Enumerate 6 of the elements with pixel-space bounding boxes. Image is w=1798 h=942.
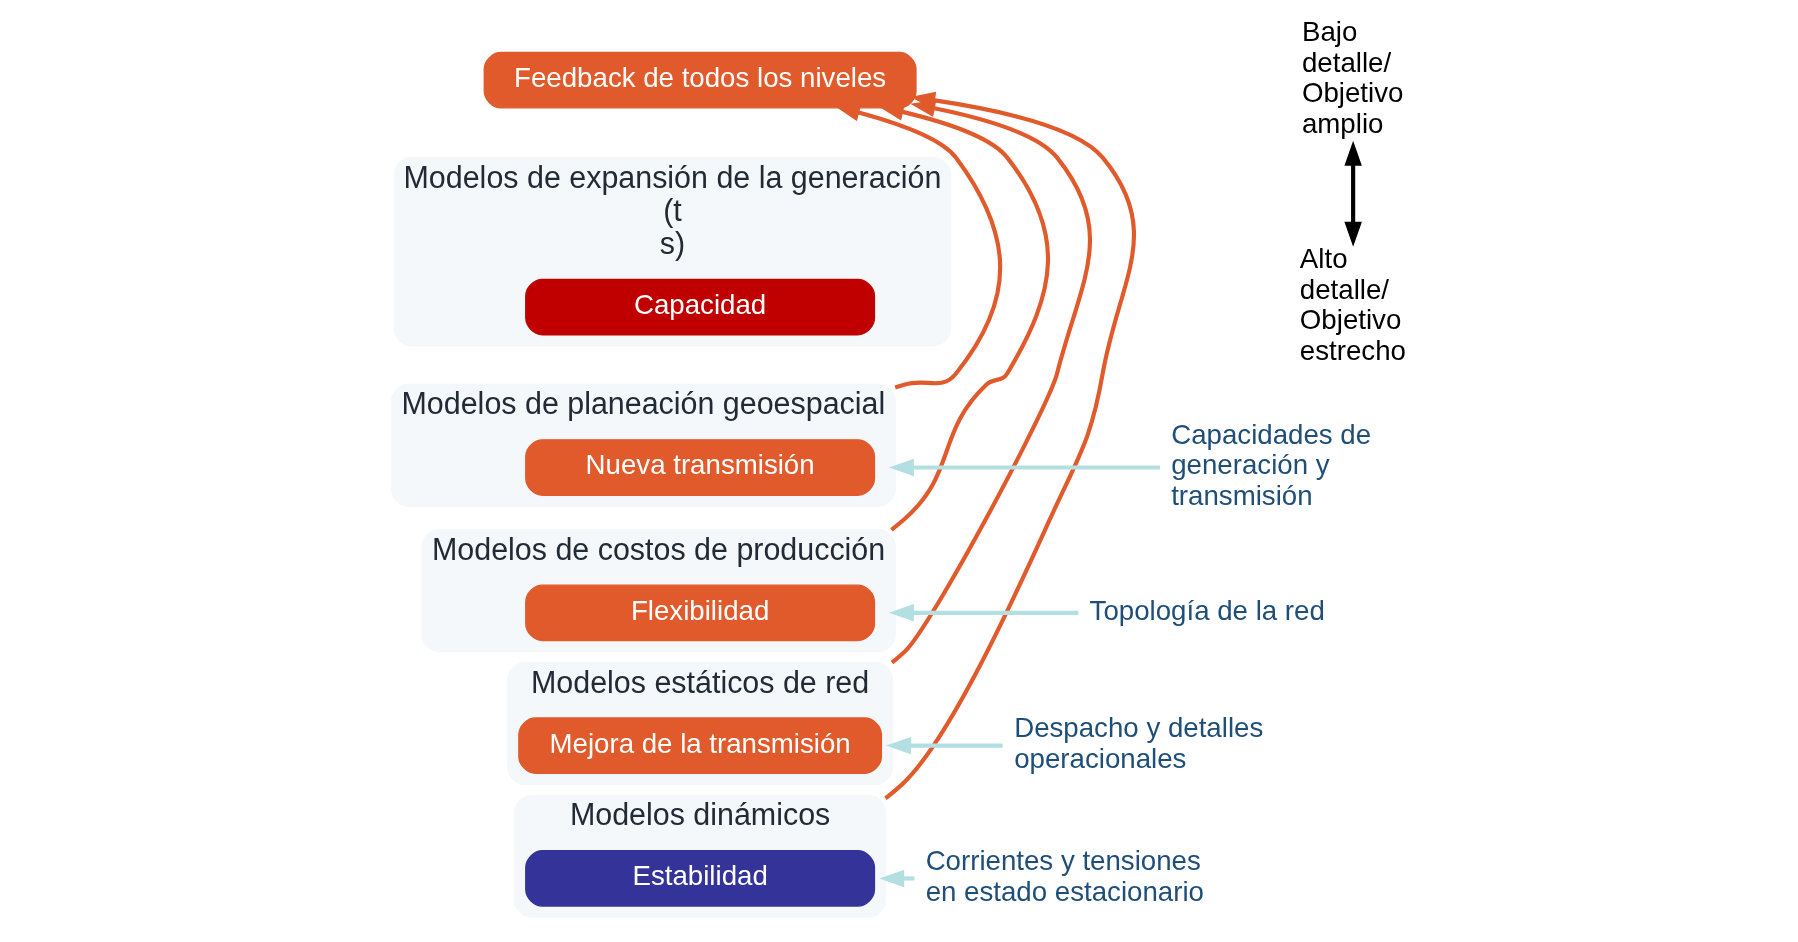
node-text: Corrientes y tensiones en estado estacionario: [925, 845, 1204, 907]
node-text: Bajo detalle/ Objetivo amplio: [1301, 16, 1404, 139]
node-text: Topología de la red: [1089, 594, 1325, 626]
node-text: Capacidades de generación y transmisión: [1171, 419, 1372, 511]
node-text: Alto detalle/ Objetivo estrecho: [1299, 243, 1406, 366]
node-text: Despacho y detalles operacionales: [1014, 712, 1264, 774]
